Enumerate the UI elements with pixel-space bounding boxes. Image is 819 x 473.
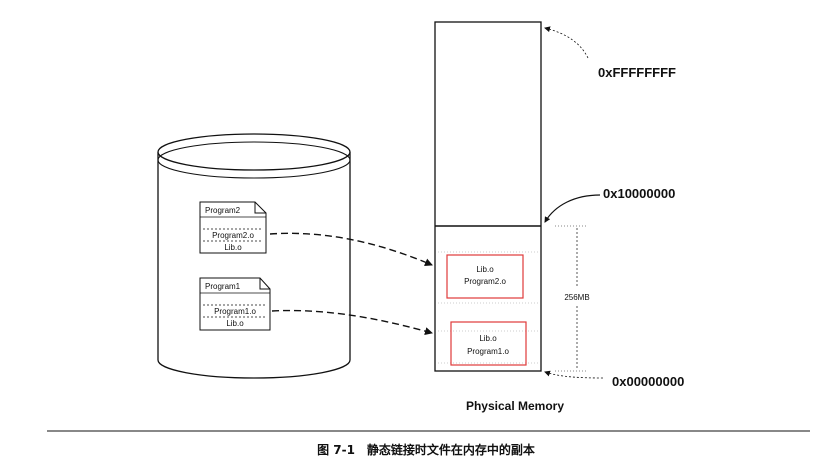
address-bottom-label: 0x00000000: [612, 374, 684, 389]
memory-column: [434, 21, 542, 372]
file-program1: Program1 Program1.o Lib.o: [199, 277, 271, 331]
memory-program-label: Program2.o: [464, 277, 506, 286]
file-object-label: Program1.o: [214, 307, 256, 316]
file-lib-label: Lib.o: [224, 243, 242, 252]
memory-lib-label: Lib.o: [476, 265, 494, 274]
load-arrow-program1: [271, 309, 433, 335]
size-label: 256MB: [564, 293, 589, 302]
file-program2: Program2 Program2.o Lib.o: [199, 201, 267, 254]
memory-lib-label: Lib.o: [479, 334, 497, 343]
address-boundary: 0x10000000: [544, 186, 675, 223]
file-object-label: Program2.o: [212, 231, 254, 240]
size-bracket: 256MB: [555, 225, 590, 372]
file-name-label: Program2: [205, 206, 241, 215]
memory-title: Physical Memory: [466, 399, 564, 413]
file-lib-label: Lib.o: [226, 319, 244, 328]
address-top: 0xFFFFFFFF: [544, 26, 676, 80]
memory-block-program2: Lib.o Program2.o: [446, 254, 524, 299]
file-name-label: Program1: [205, 282, 241, 291]
load-arrow-program2: [269, 232, 433, 266]
figure-caption: 图 7-1 静态链接时文件在内存中的副本: [317, 442, 535, 457]
address-top-label: 0xFFFFFFFF: [598, 65, 676, 80]
address-bottom: 0x00000000: [544, 370, 684, 389]
address-boundary-label: 0x10000000: [603, 186, 675, 201]
disk-cylinder: [157, 133, 351, 379]
memory-block-program1: Lib.o Program1.o: [450, 321, 527, 366]
memory-program-label: Program1.o: [467, 347, 509, 356]
